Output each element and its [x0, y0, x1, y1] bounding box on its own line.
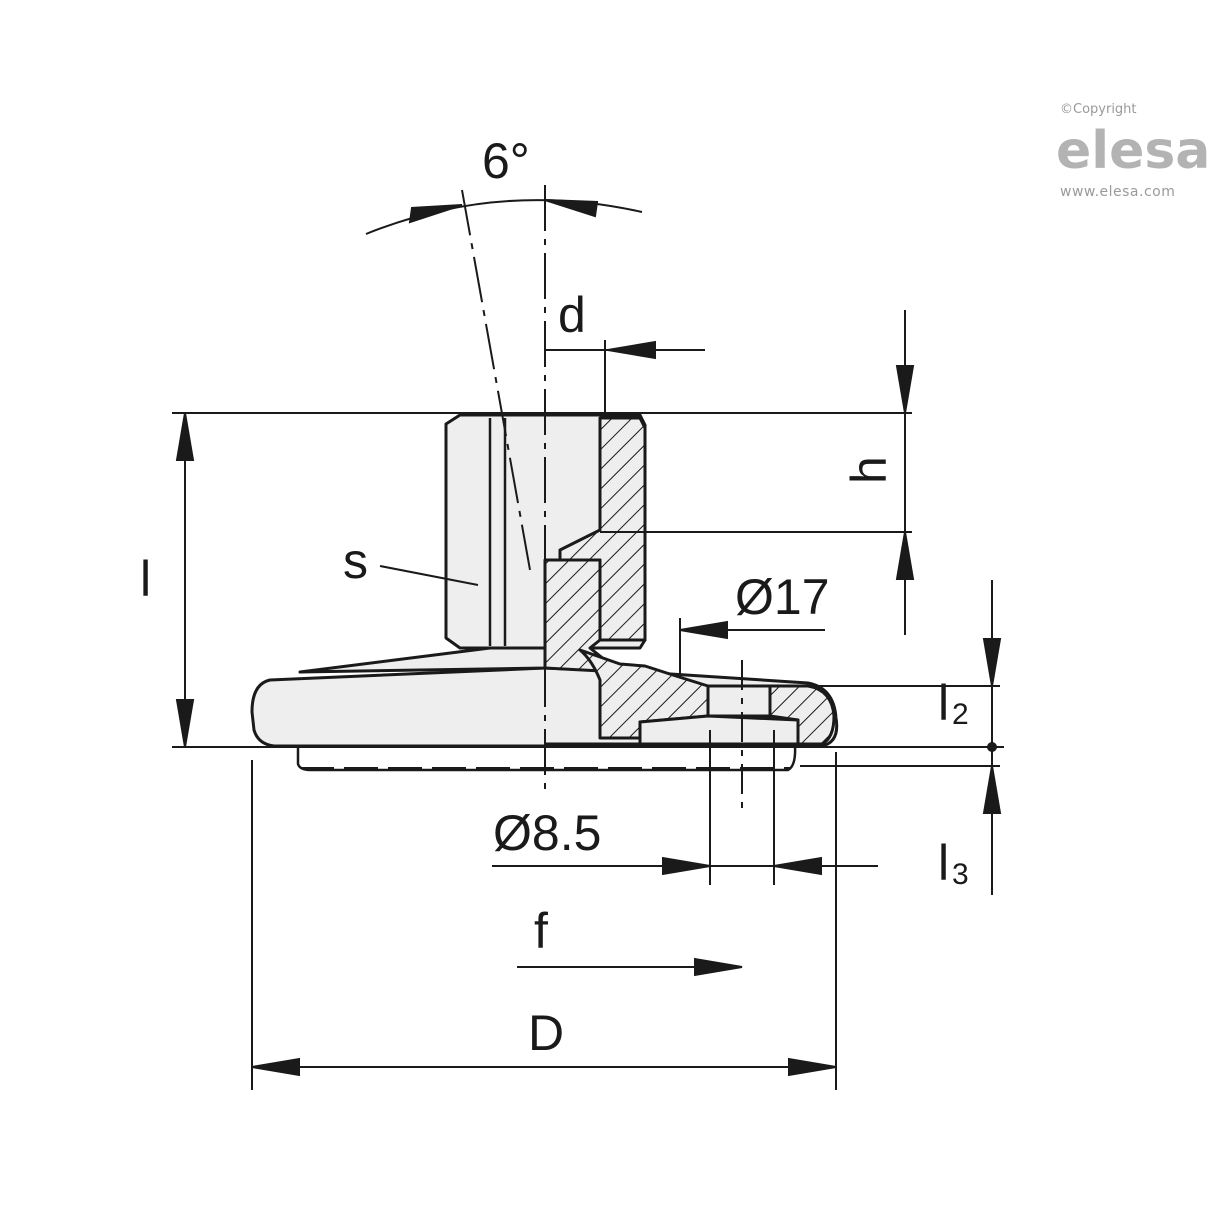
label-angle: 6°: [482, 133, 530, 189]
label-l: l: [140, 551, 151, 607]
label-l3-main: l: [938, 835, 949, 891]
h-arrow-top: [895, 365, 915, 414]
angle-arrow-right: [544, 199, 599, 218]
l2-arrow-top: [982, 638, 1002, 687]
D-arrow-left: [251, 1057, 300, 1077]
label-f: f: [534, 903, 548, 959]
label-s: s: [343, 533, 368, 589]
elesa-logo: ©Copyright elesa www.elesa.com: [1056, 102, 1210, 200]
l2-l3-node: [987, 742, 997, 752]
label-dia85: Ø8.5: [493, 805, 601, 861]
label-dia17: Ø17: [735, 569, 830, 625]
dimension-lines: [175, 199, 1002, 1077]
s-leader: [379, 565, 479, 586]
dimension-labels: 6° d h l s Ø17 l 2 l 3 Ø8.5 f D: [140, 133, 969, 1061]
label-d: d: [558, 287, 586, 343]
f-arrow: [694, 957, 743, 977]
label-D: D: [528, 1005, 564, 1061]
label-l2-sub: 2: [952, 698, 969, 731]
section-base-right: [768, 684, 836, 746]
base-relief: [296, 745, 797, 772]
D-arrow-right: [788, 1057, 837, 1077]
cross-section: [543, 416, 836, 746]
angle-arc: [365, 199, 643, 235]
tilt-axis: [461, 189, 531, 571]
section-base-left: [578, 648, 710, 740]
logo-brand: elesa: [1056, 121, 1210, 181]
logo-copyright: ©Copyright: [1060, 102, 1137, 117]
d-arrow: [607, 340, 656, 360]
label-h: h: [841, 456, 897, 484]
h-arrow-bottom: [895, 531, 915, 580]
label-l3-sub: 3: [952, 858, 969, 891]
angle-arrow-left: [408, 204, 463, 224]
hole-counterbore: [638, 714, 800, 746]
flange-taper: [298, 644, 547, 674]
dia17-arrow: [679, 620, 728, 640]
l3-arrow-bottom: [982, 765, 1002, 814]
l-arrow-bottom: [175, 699, 195, 748]
mounting-hole: [706, 684, 772, 718]
dia85-arrow-right: [773, 856, 822, 876]
l-arrow-top: [175, 412, 195, 461]
logo-url: www.elesa.com: [1060, 184, 1175, 200]
extension-lines: [172, 340, 1004, 1090]
dia85-arrow-left: [662, 856, 711, 876]
label-l2-main: l: [938, 675, 949, 731]
